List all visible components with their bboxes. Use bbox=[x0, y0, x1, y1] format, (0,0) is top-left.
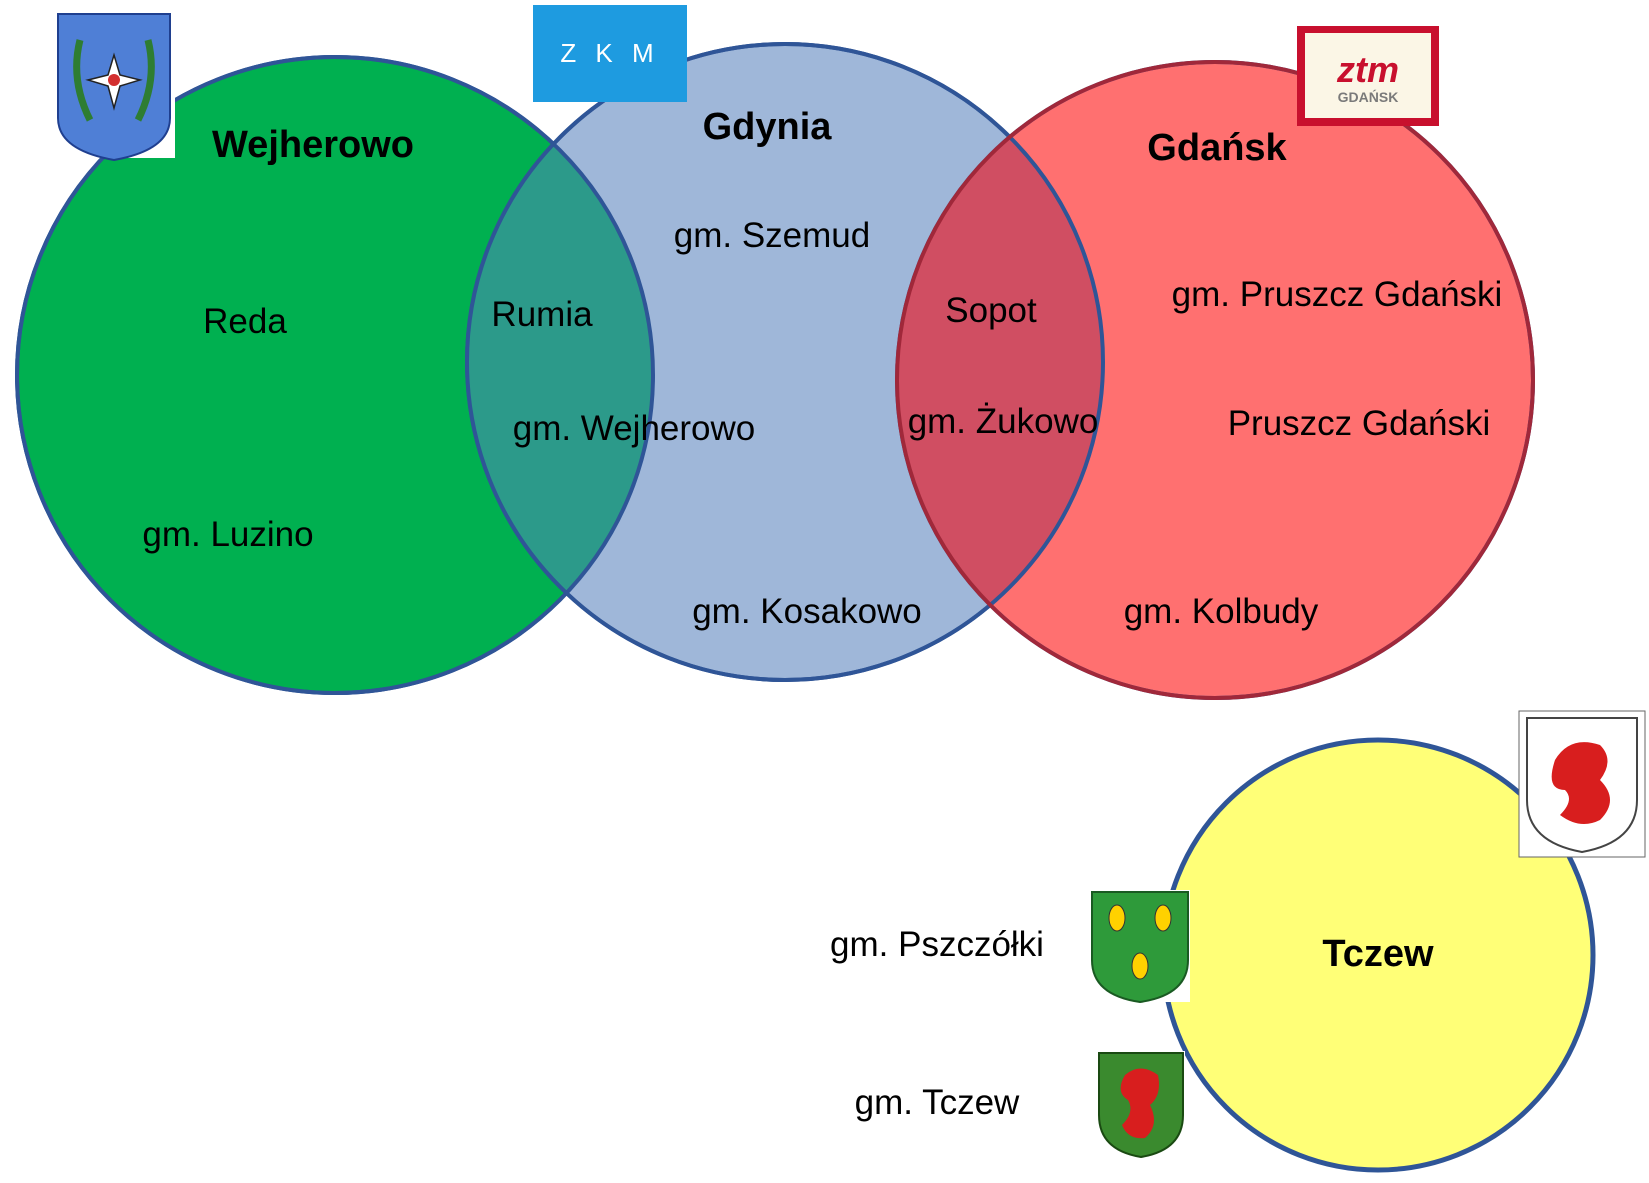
label-gm-tczew: gm. Tczew bbox=[855, 1083, 1020, 1122]
label-rumia: Rumia bbox=[491, 295, 593, 334]
label-gm-kosakowo: gm. Kosakowo bbox=[692, 592, 922, 631]
svg-text:GDAŃSK: GDAŃSK bbox=[1338, 89, 1399, 105]
label-gm-luzino: gm. Luzino bbox=[142, 515, 313, 554]
wejherowo-title: Wejherowo bbox=[212, 124, 414, 166]
zkm-logo-icon: Z K M bbox=[533, 5, 687, 102]
label-sopot: Sopot bbox=[945, 291, 1037, 330]
ztm-logo-icon: ztm GDAŃSK bbox=[1297, 26, 1439, 126]
label-reda: Reda bbox=[203, 302, 287, 341]
griffin-coat-of-arms-icon bbox=[1518, 710, 1646, 858]
tczew-title: Tczew bbox=[1322, 933, 1434, 975]
svg-text:Z K M: Z K M bbox=[560, 38, 659, 68]
label-gm-kolbudy: gm. Kolbudy bbox=[1124, 592, 1319, 631]
label-gm-wejherowo: gm. Wejherowo bbox=[513, 409, 756, 448]
gdynia-title: Gdynia bbox=[703, 106, 833, 148]
griffin-green-coat-of-arms-icon bbox=[1097, 1051, 1185, 1159]
label-gm-szemud: gm. Szemud bbox=[674, 216, 870, 255]
label-gm-pszczolki: gm. Pszczółki bbox=[830, 925, 1044, 964]
bees-coat-of-arms-icon bbox=[1090, 890, 1190, 1004]
label-gm-zukowo: gm. Żukowo bbox=[908, 402, 1099, 441]
label-pruszcz-gdanski: Pruszcz Gdański bbox=[1228, 404, 1491, 443]
wejherowo-coat-of-arms-icon bbox=[52, 10, 175, 162]
wejherowo-outline bbox=[15, 55, 655, 695]
gdansk-outline bbox=[895, 60, 1535, 700]
svg-text:ztm: ztm bbox=[1336, 49, 1399, 90]
label-gm-pruszcz-gdanski: gm. Pruszcz Gdański bbox=[1172, 275, 1503, 314]
gdynia-outline bbox=[465, 42, 1105, 682]
gdansk-title: Gdańsk bbox=[1147, 127, 1287, 169]
